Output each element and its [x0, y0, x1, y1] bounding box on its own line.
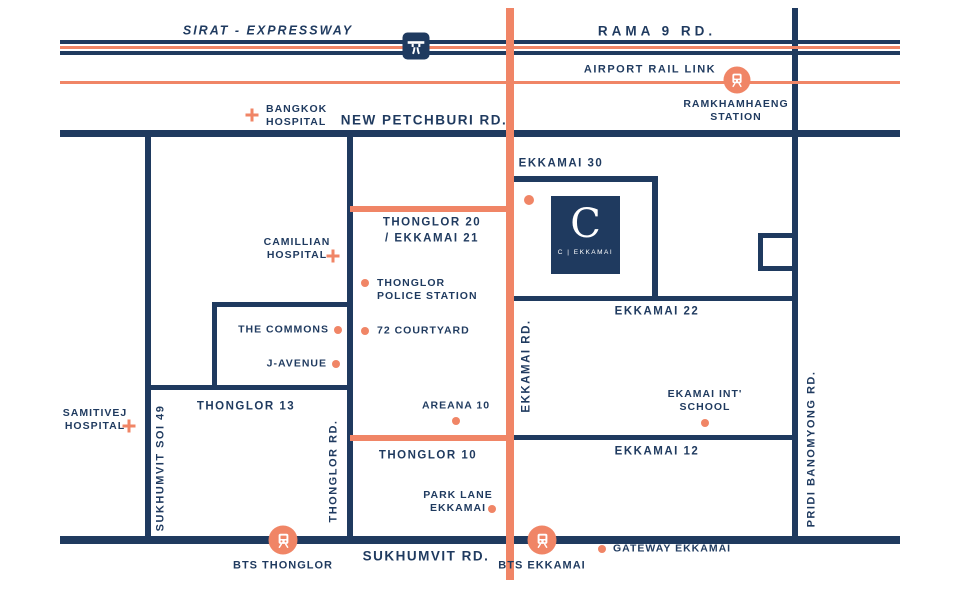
- label-ramkhamhaeng-line2: STATION: [710, 111, 762, 123]
- road-soi-jog-bottom: [758, 266, 796, 271]
- label-ekamai-int-school: EKAMAI INT' SCHOOL: [668, 388, 743, 414]
- samitivej-hospital-cross-icon: [122, 419, 136, 433]
- road-ekkamai-30: [510, 176, 658, 182]
- areana-10-dot: [452, 417, 460, 425]
- rail-airport-link-line: [60, 81, 900, 84]
- road-sukhumvit-soi-49: [145, 130, 151, 544]
- label-bts-ekkamai: BTS EKKAMAI: [498, 559, 586, 572]
- road-ekkamai-30-branch: [652, 176, 658, 301]
- label-thonglor-10: THONGLOR 10: [378, 449, 478, 462]
- label-72-courtyard: 72 COURTYARD: [377, 324, 470, 337]
- label-thonglor-20-ekkamai-21: THONGLOR 20 / EKKAMAI 21: [383, 216, 481, 247]
- label-ekkamai-22: EKKAMAI 22: [614, 305, 700, 318]
- courtyard-72-dot: [361, 327, 369, 335]
- label-j-avenue: J-AVENUE: [266, 357, 327, 370]
- road-expressway-upper: [60, 40, 900, 44]
- motorway-icon: [407, 41, 425, 55]
- project-location-marker: [524, 195, 534, 205]
- road-thonglor-10: [350, 435, 512, 441]
- label-camillian-line1: CAMILLIAN: [263, 236, 331, 248]
- train-icon: [278, 533, 288, 548]
- label-samitivej-line2: HOSPITAL: [64, 420, 126, 432]
- label-pridi-banomyong-rd: PRIDI BANOMYONG RD.: [805, 370, 818, 528]
- label-ramkhamhaeng-station: RAMKHAMHAENG STATION: [683, 98, 788, 124]
- label-police-line2: POLICE STATION: [377, 290, 478, 302]
- bts-thonglor-marker: [268, 525, 298, 555]
- label-new-petchburi-rd: NEW PETCHBURI RD.: [340, 112, 508, 128]
- label-the-commons: THE COMMONS: [238, 323, 329, 336]
- label-park-lane-line2: EKKAMAI: [429, 502, 486, 514]
- the-commons-dot: [334, 326, 342, 334]
- label-airport-rail-link: AIRPORT RAIL LINK: [583, 63, 717, 76]
- road-commons-block-top: [212, 302, 353, 307]
- label-thonglor-20-line2: / EKKAMAI 21: [384, 232, 480, 244]
- label-bts-thonglor: BTS THONGLOR: [233, 559, 333, 572]
- bangkok-hospital-cross-icon: [245, 108, 259, 122]
- ekamai-int-school-dot: [701, 419, 709, 427]
- label-ekkamai-rd: EKKAMAI RD.: [520, 319, 533, 413]
- label-rama-9-rd: RAMA 9 RD.: [597, 23, 717, 39]
- label-park-lane-line1: PARK LANE: [423, 489, 493, 501]
- train-icon: [537, 533, 547, 548]
- thonglor-police-dot: [361, 279, 369, 287]
- label-thonglor-13: THONGLOR 13: [196, 400, 296, 413]
- label-sukhumvit-soi-49: SUKHUMVIT SOI 49: [154, 404, 167, 532]
- road-thonglor-13: [145, 385, 353, 390]
- road-ekkamai-22: [510, 296, 796, 301]
- label-thonglor-20-line1: THONGLOR 20: [382, 216, 482, 229]
- label-ekkamai-12: EKKAMAI 12: [614, 445, 700, 458]
- label-bangkok-hospital-line1: BANGKOK: [266, 103, 328, 115]
- road-thonglor: [347, 130, 353, 544]
- park-lane-dot: [488, 505, 496, 513]
- label-gateway-ekkamai: GATEWAY EKKAMAI: [613, 542, 732, 555]
- road-new-petchburi: [60, 130, 900, 137]
- road-ekkamai: [506, 8, 514, 580]
- label-ekkamai-30: EKKAMAI 30: [518, 157, 604, 170]
- label-camillian-hospital: CAMILLIAN HOSPITAL: [264, 236, 331, 262]
- label-thonglor-rd: THONGLOR RD.: [327, 419, 340, 523]
- road-pridi-banomyong: [792, 8, 798, 544]
- road-ekkamai-12: [510, 435, 796, 440]
- label-camillian-line2: HOSPITAL: [266, 249, 328, 261]
- label-ramkhamhaeng-line1: RAMKHAMHAENG: [683, 98, 789, 110]
- camillian-hospital-cross-icon: [326, 249, 340, 263]
- label-police-line1: THONGLOR: [377, 277, 446, 289]
- label-bangkok-hospital: BANGKOK HOSPITAL: [266, 103, 327, 129]
- label-thonglor-police-station: THONGLOR POLICE STATION: [377, 277, 478, 303]
- label-areana-10: AREANA 10: [421, 399, 491, 412]
- label-ekamai-school-line2: SCHOOL: [679, 401, 731, 413]
- project-logo: C C | EKKAMAI: [551, 196, 620, 274]
- label-park-lane-ekkamai: PARK LANE EKKAMAI: [423, 489, 492, 515]
- bts-ekkamai-marker: [527, 525, 557, 555]
- label-sukhumvit-rd: SUKHUMVIT RD.: [362, 548, 490, 564]
- label-samitivej-hospital: SAMITIVEJ HOSPITAL: [63, 407, 127, 433]
- road-thonglor-20: [350, 206, 512, 212]
- project-logo-name: C | EKKAMAI: [557, 249, 614, 256]
- road-expressway-lower: [60, 51, 900, 55]
- road-sukhumvit: [60, 536, 900, 544]
- road-soi-jog-left: [758, 233, 763, 271]
- expressway-sign: [402, 32, 430, 60]
- label-sirat-expressway: SIRAT - EXPRESSWAY: [182, 23, 354, 38]
- road-soi-jog-top: [758, 233, 796, 238]
- gateway-ekkamai-dot: [598, 545, 606, 553]
- label-ekamai-school-line1: EKAMAI INT': [667, 388, 743, 400]
- label-samitivej-line1: SAMITIVEJ: [62, 407, 128, 419]
- ramkhamhaeng-station-marker: [723, 66, 751, 94]
- label-bangkok-hospital-line2: HOSPITAL: [266, 116, 327, 128]
- train-icon: [732, 73, 742, 88]
- j-avenue-dot: [332, 360, 340, 368]
- project-logo-mark: C: [570, 201, 601, 247]
- road-commons-block-left: [212, 302, 217, 390]
- road-expressway-median: [60, 46, 900, 49]
